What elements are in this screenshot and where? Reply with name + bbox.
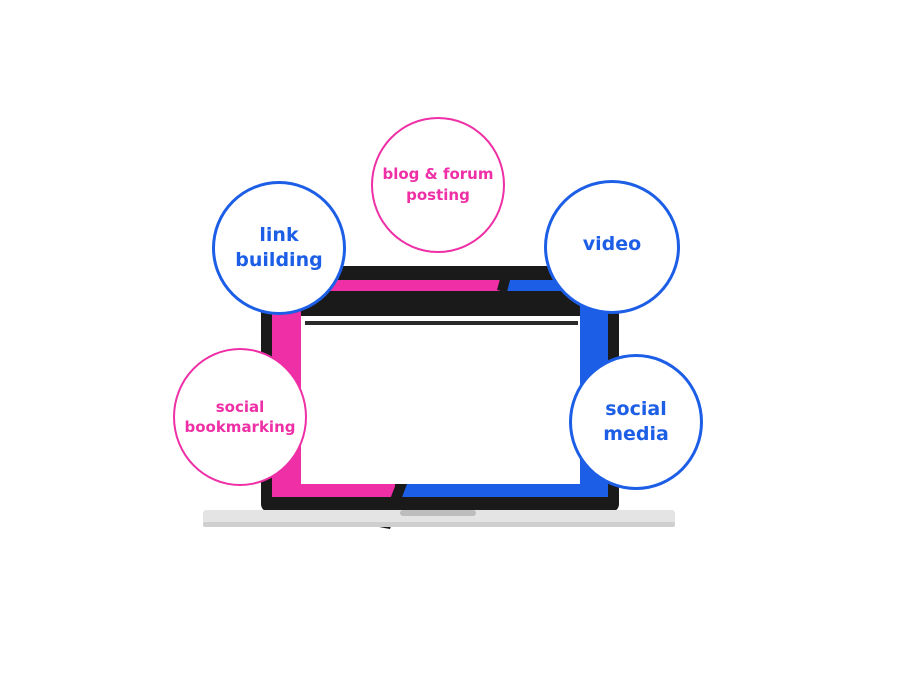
- social-bookmarking-line-2: bookmarking: [184, 418, 296, 436]
- screen-top-bar: [305, 321, 578, 325]
- link-building-line-2: building: [235, 249, 323, 271]
- video-line-1: video: [582, 232, 642, 255]
- laptop-notch: [400, 510, 476, 516]
- social-media-bubble: social media: [569, 354, 703, 490]
- link-building-line-1: link: [259, 224, 299, 246]
- video-bubble: video: [544, 180, 680, 314]
- social-bookmarking-line-1: social: [215, 398, 265, 416]
- blog-forum-line-1: blog & forum: [382, 165, 494, 183]
- social-bookmarking-bubble: social bookmarking: [173, 348, 307, 486]
- blog-forum-line-2: posting: [406, 186, 470, 204]
- social-media-line-2: media: [603, 423, 669, 445]
- link-building-bubble: link building: [212, 181, 346, 315]
- strap-top: [497, 268, 513, 292]
- laptop-base-shadow: [203, 522, 675, 527]
- blog-forum-posting-bubble: blog & forum posting: [371, 117, 505, 253]
- social-media-line-1: social: [605, 398, 667, 420]
- laptop-screen: [301, 316, 580, 484]
